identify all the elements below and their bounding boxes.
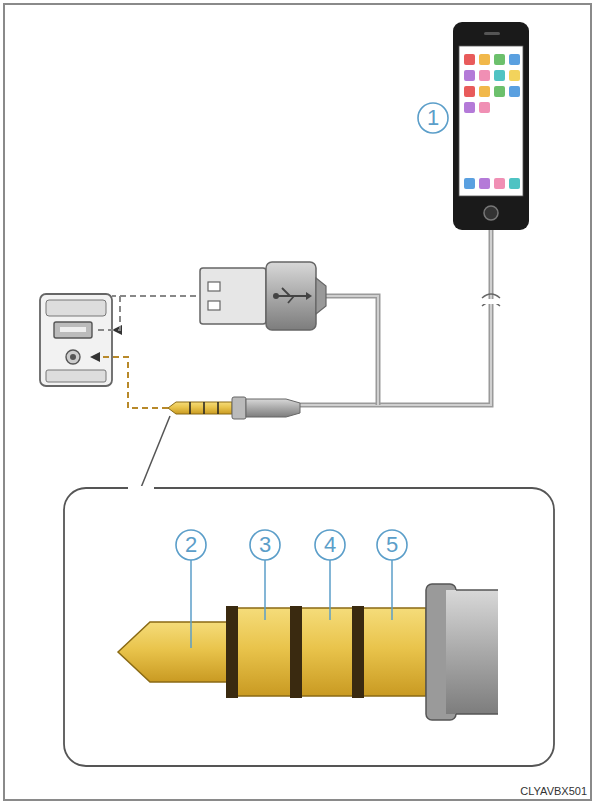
frame <box>4 4 591 800</box>
callout-number: 2 <box>185 534 197 556</box>
port-panel <box>40 294 112 386</box>
callout-number: 3 <box>259 534 271 556</box>
zoom-bubble <box>64 488 554 766</box>
usb-plug <box>200 262 326 330</box>
phone <box>453 22 529 230</box>
audio-plug <box>168 397 300 419</box>
callout-number: 1 <box>427 107 439 129</box>
large-plug <box>118 584 498 720</box>
callout-number: 5 <box>386 534 398 556</box>
figure-code: CLYAVBX501 <box>520 786 587 797</box>
callout-number: 4 <box>324 534 336 556</box>
callout-circles <box>176 103 448 560</box>
leader-lines <box>191 560 392 648</box>
